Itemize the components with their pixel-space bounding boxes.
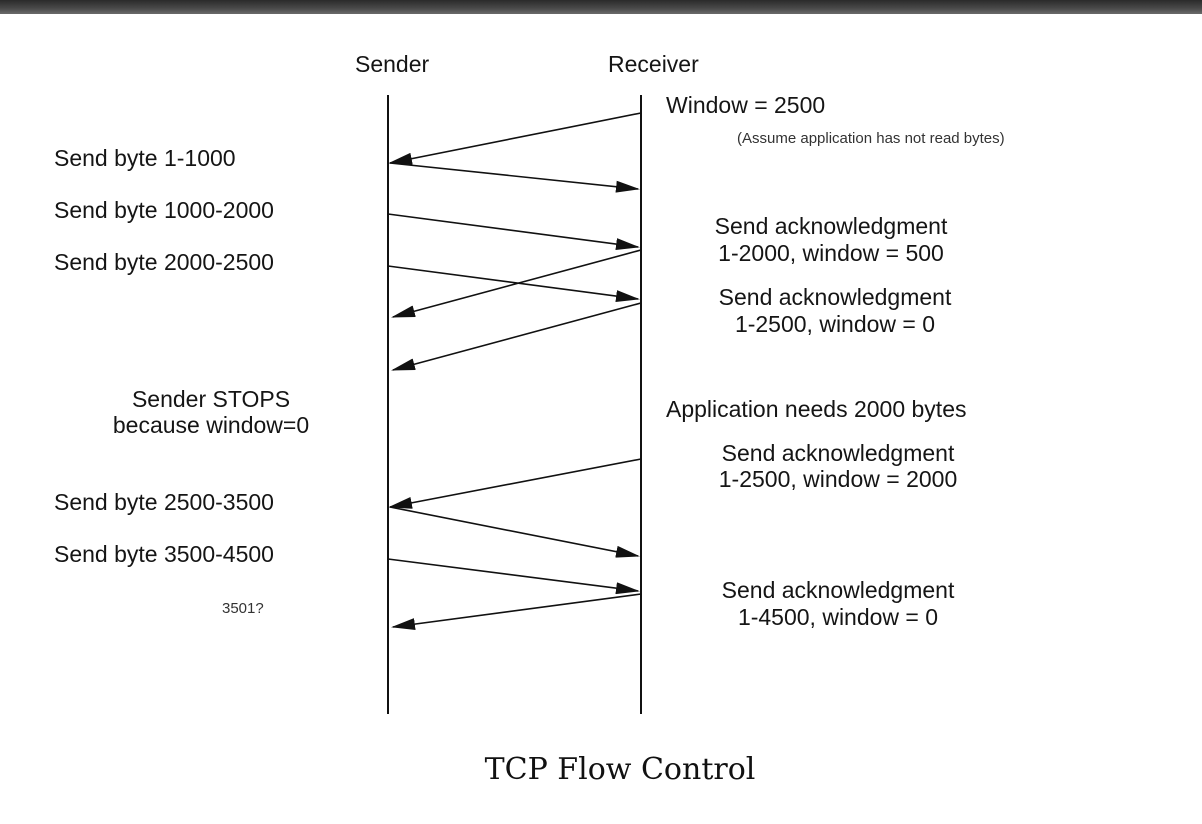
send-byte-3500-4500-label: Send byte 3500-4500 <box>54 541 274 567</box>
arrow-send-2500-3500 <box>389 506 640 558</box>
question-3501-label: 3501? <box>222 600 264 617</box>
arrow-send-1000-2000 <box>387 213 640 251</box>
sender-stops-line1: Sender STOPS <box>131 386 291 412</box>
ack3-line2: 1-2500, window = 2000 <box>718 466 958 492</box>
ack3-line1: Send acknowledgment <box>721 440 955 466</box>
send-byte-2000-2500-label: Send byte 2000-2500 <box>54 249 274 275</box>
send-byte-1-1000-label: Send byte 1-1000 <box>54 145 236 171</box>
send-byte-1000-2000-label: Send byte 1000-2000 <box>54 197 274 223</box>
assume-note: (Assume application has not read bytes) <box>737 130 1005 147</box>
figure-caption: TCP Flow Control <box>484 752 756 787</box>
send-byte-2500-3500-label: Send byte 2500-3500 <box>54 489 274 515</box>
arrow-ack-2500-window-0 <box>391 302 642 371</box>
ack2-line1: Send acknowledgment <box>718 284 952 310</box>
ack2-line2: 1-2500, window = 0 <box>734 311 936 337</box>
arrow-send-2000-2500 <box>387 265 640 303</box>
ack1-line1: Send acknowledgment <box>714 213 948 239</box>
ack4-line2: 1-4500, window = 0 <box>737 604 939 630</box>
sender-stops-line2: because window=0 <box>112 412 310 438</box>
arrow-send-3500-4500 <box>387 558 640 595</box>
window-top-bar <box>0 0 1202 14</box>
ack4-line1: Send acknowledgment <box>721 577 955 603</box>
arrow-send-1-1000 <box>389 162 640 193</box>
arrow-ack-4500-window-0 <box>391 593 642 631</box>
receiver-header: Receiver <box>608 51 699 77</box>
window-2500-label: Window = 2500 <box>666 92 826 118</box>
application-needs-label: Application needs 2000 bytes <box>666 396 967 422</box>
ack1-line2: 1-2000, window = 500 <box>718 240 944 266</box>
sender-header: Sender <box>355 51 430 77</box>
arrow-window-2500 <box>388 112 642 165</box>
arrow-ack-2500-window-2000 <box>388 458 642 509</box>
